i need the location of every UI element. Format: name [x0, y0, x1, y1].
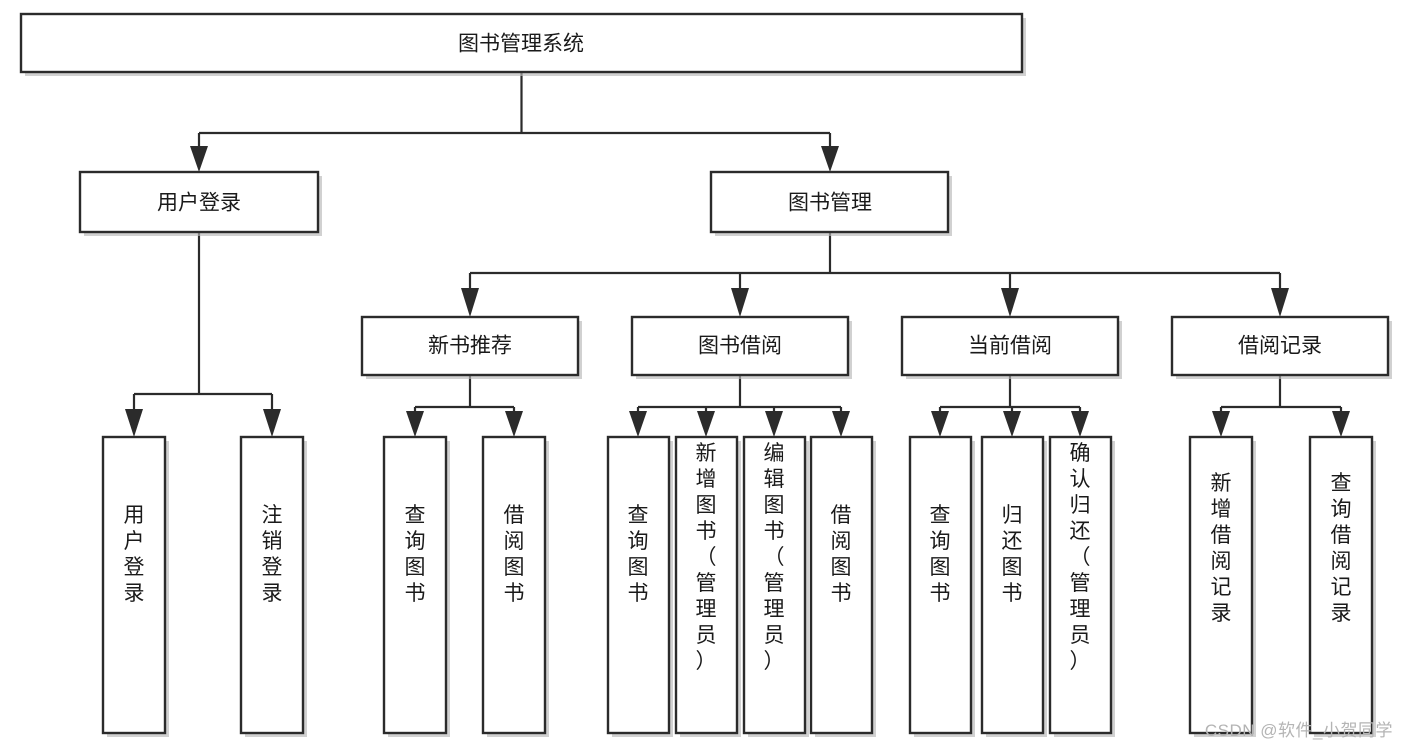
edge-book-manage-trunk	[468, 232, 1282, 292]
node-leaf-user-login-label: 用户登录	[124, 504, 145, 605]
arrow-to-current-borrow	[1001, 288, 1019, 317]
node-leaf-logout-box	[239, 435, 305, 735]
node-leaf-confirm-return-label: 确认归还（管理员）	[1070, 442, 1091, 673]
node-current-borrow-label: 当前借阅	[968, 335, 1052, 358]
node-leaf-query-book-c-label: 查询图书	[930, 504, 951, 605]
node-book-manage-box	[709, 170, 950, 234]
node-leaf-query-book-rec-label: 查询图书	[405, 504, 426, 605]
connector-layer	[125, 72, 1350, 437]
node-root[interactable]: 图书管理系统	[19, 12, 1026, 76]
node-leaf-user-login-box	[101, 435, 167, 735]
node-leaf-return-book-label: 归还图书	[1002, 504, 1023, 605]
node-leaf-confirm-return-box	[1048, 435, 1113, 735]
node-book-manage-label: 图书管理	[788, 192, 872, 215]
node-leaf-edit-book[interactable]: 编辑图书（管理员）	[742, 435, 809, 737]
node-leaf-logout[interactable]: 注销登录	[239, 435, 307, 737]
node-borrow-record-label: 借阅记录	[1238, 335, 1322, 358]
arrow-to-leaf-user-login	[125, 409, 143, 437]
node-leaf-query-book-b-label: 查询图书	[628, 504, 649, 605]
node-leaf-borrow-book-rec-label: 借阅图书	[504, 504, 525, 605]
node-leaf-borrow-book-rec[interactable]: 借阅图书	[481, 435, 549, 737]
node-leaf-return-book[interactable]: 归还图书	[980, 435, 1047, 737]
node-leaf-query-book-c-box	[908, 435, 973, 735]
node-book-borrow-box	[630, 315, 850, 377]
arrow-to-borrow-record	[1271, 288, 1289, 317]
node-current-borrow-box	[900, 315, 1120, 377]
node-leaf-query-book-rec-box	[382, 435, 448, 735]
node-current-borrow[interactable]: 当前借阅	[900, 315, 1122, 379]
arrow-to-leaf-logout	[263, 409, 281, 437]
node-leaf-query-book-b[interactable]: 查询图书	[606, 435, 673, 737]
arrow-to-leaf-query-record	[1332, 411, 1350, 437]
arrow-root-to-book-manage	[821, 146, 839, 172]
node-leaf-query-record[interactable]: 查询借阅记录	[1308, 435, 1376, 737]
node-leaf-logout-label: 注销登录	[262, 504, 283, 605]
arrow-to-leaf-query-book-c	[931, 411, 949, 437]
node-leaf-return-book-box	[980, 435, 1045, 735]
node-leaf-add-book-label: 新增图书（管理员）	[696, 442, 717, 673]
node-leaf-add-record[interactable]: 新增借阅记录	[1188, 435, 1256, 737]
node-new-book-rec-label: 新书推荐	[428, 335, 512, 358]
node-leaf-add-book[interactable]: 新增图书（管理员）	[674, 435, 741, 737]
node-leaf-borrow-book-b-label: 借阅图书	[831, 504, 852, 605]
arrow-to-leaf-borrow-book-b	[832, 411, 850, 437]
node-leaf-add-record-label: 新增借阅记录	[1211, 472, 1232, 625]
edge-borrow-record-trunk	[1219, 375, 1343, 418]
node-root-label: 图书管理系统	[458, 33, 584, 56]
arrow-to-leaf-query-book-b	[629, 411, 647, 437]
arrow-to-new-book-rec	[461, 288, 479, 317]
node-user-login-box	[78, 170, 320, 234]
node-leaf-add-record-box	[1188, 435, 1254, 735]
node-leaf-edit-book-label: 编辑图书（管理员）	[764, 442, 785, 673]
node-leaf-query-record-label: 查询借阅记录	[1331, 472, 1352, 625]
node-leaf-query-book-c[interactable]: 查询图书	[908, 435, 975, 737]
node-root-box	[19, 12, 1024, 74]
edge-user-login-trunk	[132, 232, 274, 414]
edge-root-trunk	[197, 72, 832, 152]
node-user-login[interactable]: 用户登录	[78, 170, 322, 236]
node-book-manage[interactable]: 图书管理	[709, 170, 952, 236]
arrow-root-to-user-login	[190, 146, 208, 172]
node-book-borrow-label: 图书借阅	[698, 335, 782, 358]
node-leaf-borrow-book-b[interactable]: 借阅图书	[809, 435, 876, 737]
arrow-to-leaf-add-record	[1212, 411, 1230, 437]
node-leaf-borrow-book-rec-box	[481, 435, 547, 735]
arrow-to-leaf-confirm-return	[1071, 411, 1089, 437]
arrow-to-leaf-edit-book	[765, 411, 783, 437]
node-leaf-add-book-box	[674, 435, 739, 735]
node-borrow-record[interactable]: 借阅记录	[1170, 315, 1392, 379]
node-leaf-query-record-box	[1308, 435, 1374, 735]
arrow-to-leaf-return-book	[1003, 411, 1021, 437]
node-book-borrow[interactable]: 图书借阅	[630, 315, 852, 379]
node-leaf-confirm-return[interactable]: 确认归还（管理员）	[1048, 435, 1115, 737]
node-leaf-query-book-rec[interactable]: 查询图书	[382, 435, 450, 737]
watermark-label: CSDN @软件_小贺同学	[1204, 721, 1393, 740]
arrow-to-leaf-add-book	[697, 411, 715, 437]
arrow-to-book-borrow	[731, 288, 749, 317]
node-new-book-rec-box	[360, 315, 580, 377]
node-leaf-borrow-book-b-box	[809, 435, 874, 735]
node-new-book-rec[interactable]: 新书推荐	[360, 315, 582, 379]
edge-new-book-rec-trunk	[413, 375, 516, 418]
arrow-to-leaf-borrow-book-rec	[505, 411, 523, 437]
node-leaf-user-login[interactable]: 用户登录	[101, 435, 169, 737]
node-leaf-edit-book-box	[742, 435, 807, 735]
node-user-login-label: 用户登录	[157, 192, 241, 215]
node-leaf-query-book-b-box	[606, 435, 671, 735]
node-borrow-record-box	[1170, 315, 1390, 377]
edge-book-borrow-trunk	[636, 375, 843, 418]
arrow-to-leaf-query-book-rec	[406, 411, 424, 437]
